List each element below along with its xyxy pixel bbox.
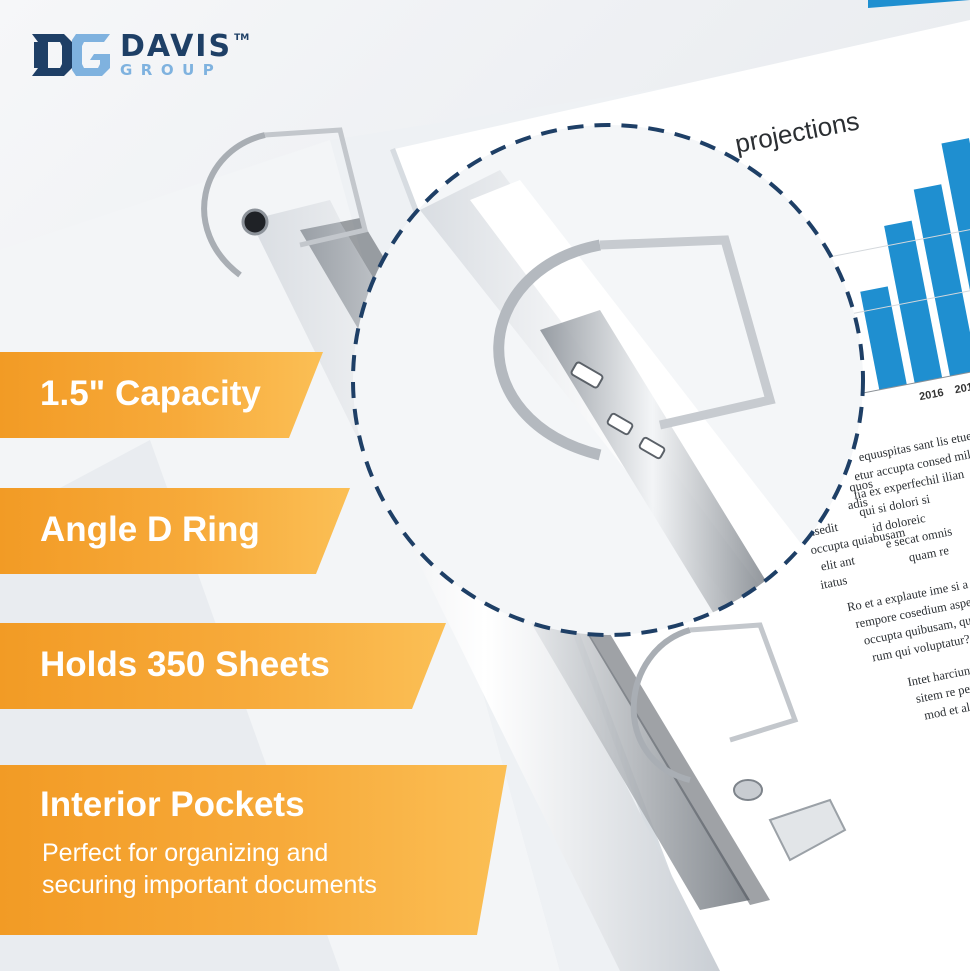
feature-banner-capacity: 1.5" Capacity (0, 352, 323, 438)
feature-title: Angle D Ring (40, 510, 260, 549)
magnifier-dashed-circle (351, 123, 865, 637)
feature-description-line: securing important documents (42, 871, 377, 899)
chart-bar (913, 184, 970, 377)
text-line: adis (846, 495, 869, 513)
dg-logo-icon (32, 34, 110, 76)
rivet (241, 208, 269, 236)
magnified-detail (353, 125, 863, 635)
d-ring-large (493, 239, 602, 461)
top-ring (201, 127, 369, 278)
text-line: quos (848, 476, 874, 494)
feature-description: Perfect for organizing and securing impo… (42, 837, 377, 901)
bar-chart: 2016 2017 (811, 138, 970, 403)
feature-banner-pockets: Interior Pockets Perfect for organizing … (0, 765, 507, 935)
chart-axis (837, 364, 970, 399)
chart-gridline (811, 227, 970, 261)
feature-title: Interior Pockets (40, 785, 305, 824)
feature-description-line: Perfect for organizing and (42, 839, 329, 867)
trademark: TM (234, 33, 250, 43)
feature-title: Holds 350 Sheets (40, 645, 330, 684)
bottom-ring (630, 622, 847, 862)
chart-bar (941, 138, 970, 370)
lever (768, 798, 847, 862)
feature-title: 1.5" Capacity (40, 374, 261, 413)
chart-tick-label: 2016 (918, 387, 944, 403)
chart-tick-label: 2017 (954, 380, 970, 396)
text-line: itatus (819, 573, 848, 592)
chart-bar (860, 286, 907, 390)
text-line: elit ant (820, 553, 857, 573)
feature-banner-ring: Angle D Ring (0, 488, 350, 574)
rivet (733, 779, 763, 801)
brand-subtitle: GROUP (120, 61, 223, 79)
feature-banner-sheets: Holds 350 Sheets (0, 623, 446, 709)
chart-title-bar (868, 0, 970, 8)
